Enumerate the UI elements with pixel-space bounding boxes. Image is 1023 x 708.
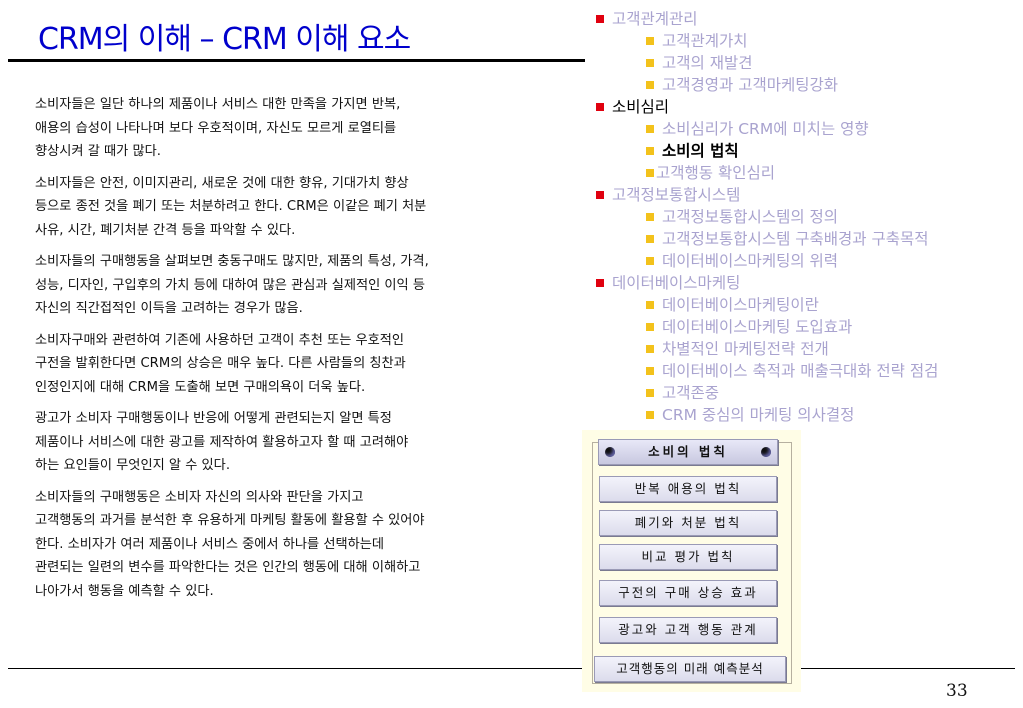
- law-navigation-panel: 소비의 법칙 반복 애용의 법칙 폐기와 처분 법칙 비교 평가 법칙 구전의 …: [582, 430, 801, 692]
- advertising-behavior-button[interactable]: 광고와 고객 행동 관계: [599, 617, 777, 643]
- red-square-bullet-icon: [596, 102, 604, 111]
- toc-item[interactable]: 데이터베이스마케팅의 위력: [596, 250, 1021, 272]
- toc-item-label: 고객정보통합시스템 구축배경과 구축목적: [662, 230, 929, 248]
- paragraph-disposal: 소비자들은 안전, 이미지관리, 새로운 것에 대한 향유, 기대가치 향상 등…: [35, 175, 427, 238]
- toc-item-label: 고객정보통합시스템: [612, 186, 741, 204]
- slide-title: CRM의 이해 – CRM 이해 요소: [38, 22, 411, 57]
- toc-item-label: 고객정보통합시스템의 정의: [662, 208, 839, 226]
- yellow-square-bullet-icon: [646, 168, 654, 177]
- future-prediction-button[interactable]: 고객행동의 미래 예측분석: [594, 656, 786, 682]
- yellow-square-bullet-icon: [646, 388, 654, 397]
- toc-item-label: 고객관계가치: [662, 32, 748, 50]
- table-of-contents: 고객관계관리 고객관계가치 고객의 재발견 고객경영과 고객마케팅강화 소비심리…: [596, 8, 1021, 426]
- paragraph-word-of-mouth: 소비자구매와 관련하여 기존에 사용하던 고객이 추천 또는 우호적인 구전을 …: [35, 332, 406, 395]
- paragraph-comparison: 소비자들의 구매행동을 살펴보면 충동구매도 많지만, 제품의 특성, 가격, …: [35, 254, 429, 316]
- toc-item[interactable]: 고객경영과 고객마케팅강화: [596, 74, 1021, 96]
- toc-item-active[interactable]: 소비의 법칙: [596, 140, 1021, 162]
- toc-item[interactable]: 고객정보통합시스템 구축배경과 구축목적: [596, 228, 1021, 250]
- toc-item[interactable]: 고객행동 확인심리: [596, 162, 1021, 184]
- toc-item[interactable]: 데이터베이스마케팅: [596, 272, 1021, 294]
- yellow-square-bullet-icon: [646, 212, 654, 221]
- yellow-square-bullet-icon: [646, 124, 654, 133]
- toc-item-label: 소비심리가 CRM에 미치는 영향: [662, 120, 869, 138]
- comparison-law-button[interactable]: 비교 평가 법칙: [599, 544, 777, 570]
- yellow-square-bullet-icon: [646, 344, 654, 353]
- yellow-square-bullet-icon: [646, 146, 654, 155]
- red-square-bullet-icon: [596, 278, 604, 287]
- panel-header-button[interactable]: 소비의 법칙: [598, 439, 778, 465]
- yellow-square-bullet-icon: [646, 256, 654, 265]
- toc-item[interactable]: 고객존중: [596, 382, 1021, 404]
- toc-item-label: 데이터베이스마케팅: [612, 274, 741, 292]
- toc-item-label: 고객경영과 고객마케팅강화: [662, 76, 839, 94]
- bottom-rule-right: [801, 668, 1015, 669]
- title-underline: [8, 59, 585, 62]
- paragraph-repeat-use: 소비자들은 일단 하나의 제품이나 서비스 대한 만족을 가지면 반복, 애용의…: [35, 97, 401, 159]
- toc-item[interactable]: 고객관계가치: [596, 30, 1021, 52]
- yellow-square-bullet-icon: [646, 322, 654, 331]
- yellow-square-bullet-icon: [646, 36, 654, 45]
- yellow-square-bullet-icon: [646, 410, 654, 419]
- left-dot-icon: [605, 447, 615, 457]
- yellow-square-bullet-icon: [646, 234, 654, 243]
- toc-item[interactable]: 고객정보통합시스템의 정의: [596, 206, 1021, 228]
- toc-item-label: 고객행동 확인심리: [656, 164, 776, 182]
- toc-item-label: 소비심리: [612, 98, 670, 116]
- toc-item-label: 데이터베이스마케팅 도입효과: [662, 318, 853, 336]
- toc-item-label: 고객관계관리: [612, 10, 698, 28]
- toc-item-label: 소비의 법칙: [662, 142, 739, 160]
- yellow-square-bullet-icon: [646, 58, 654, 67]
- word-of-mouth-button[interactable]: 구전의 구매 상승 효과: [599, 580, 777, 606]
- toc-item-label: 데이터베이스마케팅이란: [662, 296, 819, 314]
- repeat-use-law-button[interactable]: 반복 애용의 법칙: [599, 476, 777, 502]
- toc-item[interactable]: 고객관계관리: [596, 8, 1021, 30]
- toc-item[interactable]: 고객정보통합시스템: [596, 184, 1021, 206]
- toc-item[interactable]: 소비심리가 CRM에 미치는 영향: [596, 118, 1021, 140]
- red-square-bullet-icon: [596, 190, 604, 199]
- toc-item[interactable]: CRM 중심의 마케팅 의사결정: [596, 404, 1021, 426]
- toc-item[interactable]: 데이터베이스 축적과 매출극대화 전략 점검: [596, 360, 1021, 382]
- toc-item[interactable]: 고객의 재발견: [596, 52, 1021, 74]
- toc-item-label: CRM 중심의 마케팅 의사결정: [662, 406, 855, 424]
- red-square-bullet-icon: [596, 14, 604, 23]
- yellow-square-bullet-icon: [646, 80, 654, 89]
- toc-item-label: 데이터베이스마케팅의 위력: [662, 252, 839, 270]
- yellow-square-bullet-icon: [646, 366, 654, 375]
- paragraph-prediction: 소비자들의 구매행동은 소비자 자신의 의사와 판단을 가지고 고객행동의 과거…: [35, 489, 425, 599]
- toc-item-label: 차별적인 마케팅전략 전개: [662, 340, 829, 358]
- yellow-square-bullet-icon: [646, 300, 654, 309]
- toc-item[interactable]: 데이터베이스마케팅 도입효과: [596, 316, 1021, 338]
- page-number: 33: [946, 681, 968, 701]
- disposal-law-button[interactable]: 폐기와 처분 법칙: [599, 510, 777, 536]
- toc-item-label: 고객존중: [662, 384, 720, 402]
- body-text: 소비자들은 일단 하나의 제품이나 서비스 대한 만족을 가지면 반복, 애용의…: [35, 93, 535, 611]
- panel-header-label: 소비의 법칙: [648, 444, 728, 459]
- paragraph-advertising: 광고가 소비자 구매행동이나 반응에 어떻게 관련되는지 알면 특정 제품이나 …: [35, 411, 409, 473]
- right-dot-icon: [761, 447, 771, 457]
- toc-item-label: 고객의 재발견: [662, 54, 753, 72]
- bottom-rule-left: [8, 668, 582, 669]
- toc-item[interactable]: 차별적인 마케팅전략 전개: [596, 338, 1021, 360]
- toc-item-current-section[interactable]: 소비심리: [596, 96, 1021, 118]
- toc-item-label: 데이터베이스 축적과 매출극대화 전략 점검: [662, 362, 939, 380]
- toc-item[interactable]: 데이터베이스마케팅이란: [596, 294, 1021, 316]
